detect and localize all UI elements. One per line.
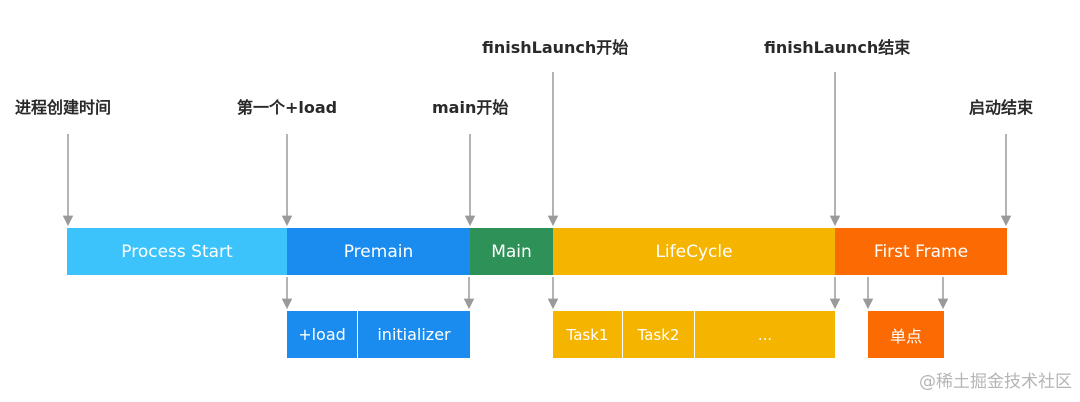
sub-single-point: 单点 [868,311,944,358]
label-launch-end: 启动结束 [969,98,1034,117]
phase-first-frame: First Frame [835,228,1007,275]
sub-task2: Task2 [623,311,694,358]
sub-task1: Task1 [553,311,622,358]
phase-lifecycle-label: LifeCycle [655,241,733,262]
phase-premain-label: Premain [343,241,414,262]
phase-process-start-label: Process Start [121,241,233,262]
watermark: @稀土掘金技术社区 [919,372,1072,392]
label-finish-launch-start: finishLaunch开始 [482,38,629,57]
sub-task2-label: Task2 [637,325,680,344]
label-first-load: 第一个+load [237,98,338,117]
sub-single-point-label: 单点 [889,326,922,346]
sub-more-label: ... [757,325,773,344]
phase-premain: Premain [287,228,470,275]
sub-load: +load [287,311,357,358]
phase-first-frame-label: First Frame [873,241,969,262]
phase-process-start: Process Start [67,228,287,275]
sub-more: ... [695,311,835,358]
sub-load-label: +load [298,325,346,344]
label-finish-launch-end: finishLaunch结束 [764,38,911,57]
label-main-start: main开始 [432,98,509,117]
label-process-create: 进程创建时间 [15,98,112,117]
sub-task1-label: Task1 [566,325,609,344]
sub-initializer: initializer [358,311,470,358]
phase-lifecycle: LifeCycle [553,228,835,275]
sub-initializer-label: initializer [377,325,451,344]
phase-main-label: Main [491,241,532,262]
phase-main: Main [470,228,553,275]
